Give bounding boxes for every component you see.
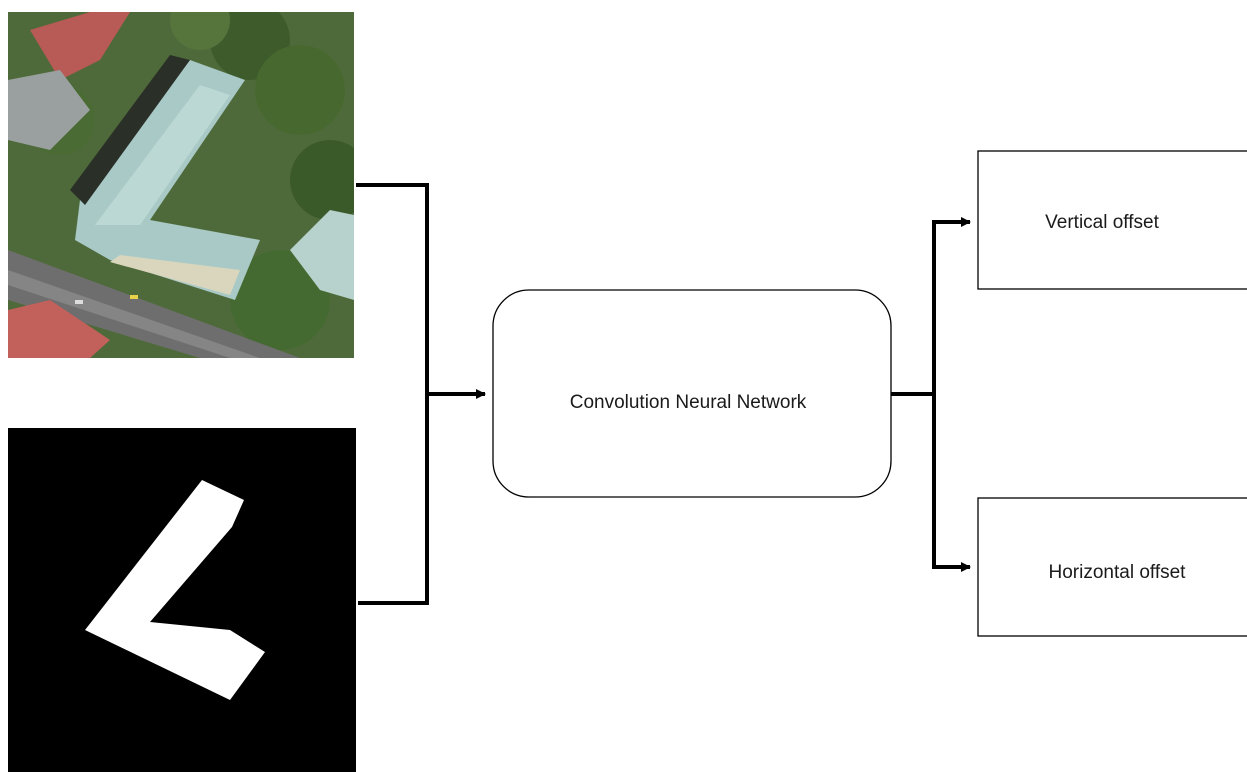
mask-building-shape (85, 480, 265, 700)
output-connectors (891, 217, 971, 572)
cnn-label: Convolution Neural Network (570, 392, 807, 413)
horizontal-offset-node: Horizontal offset (977, 497, 1247, 637)
mask-image (8, 428, 356, 772)
input-connectors (356, 183, 486, 605)
horizontal-offset-label: Horizontal offset (1049, 562, 1187, 583)
cnn-node: Convolution Neural Network (492, 289, 892, 498)
vertical-offset-node: Vertical offset (977, 150, 1247, 290)
aerial-image (8, 12, 354, 358)
vertical-offset-label: Vertical offset (1045, 212, 1159, 233)
